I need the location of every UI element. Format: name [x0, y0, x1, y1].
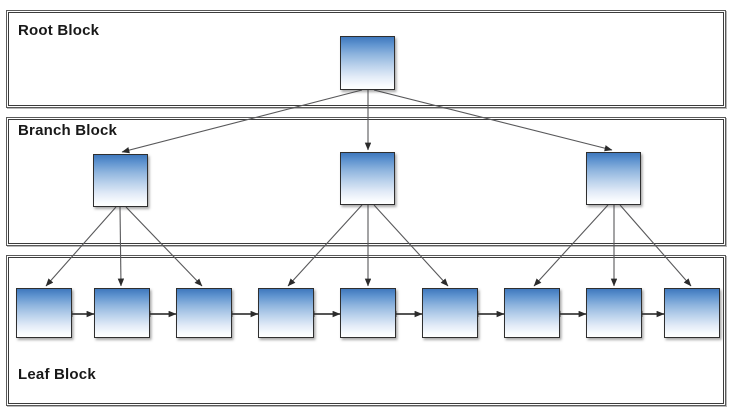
branch-block-label: Branch Block	[18, 122, 118, 139]
leaf-block-label: Leaf Block	[18, 366, 96, 383]
leaf-node-2[interactable]	[94, 288, 150, 338]
branch-node-3[interactable]	[586, 152, 641, 205]
leaf-node-8[interactable]	[586, 288, 642, 338]
leaf-node-7[interactable]	[504, 288, 560, 338]
root-block-label: Root Block	[18, 22, 100, 39]
leaf-node-1[interactable]	[16, 288, 72, 338]
branch-node-1[interactable]	[93, 154, 148, 207]
leaf-node-3[interactable]	[176, 288, 232, 338]
branch-node-2[interactable]	[340, 152, 395, 205]
leaf-node-4[interactable]	[258, 288, 314, 338]
leaf-node-5[interactable]	[340, 288, 396, 338]
leaf-node-6[interactable]	[422, 288, 478, 338]
leaf-node-9[interactable]	[664, 288, 720, 338]
root-node-1[interactable]	[340, 36, 395, 90]
